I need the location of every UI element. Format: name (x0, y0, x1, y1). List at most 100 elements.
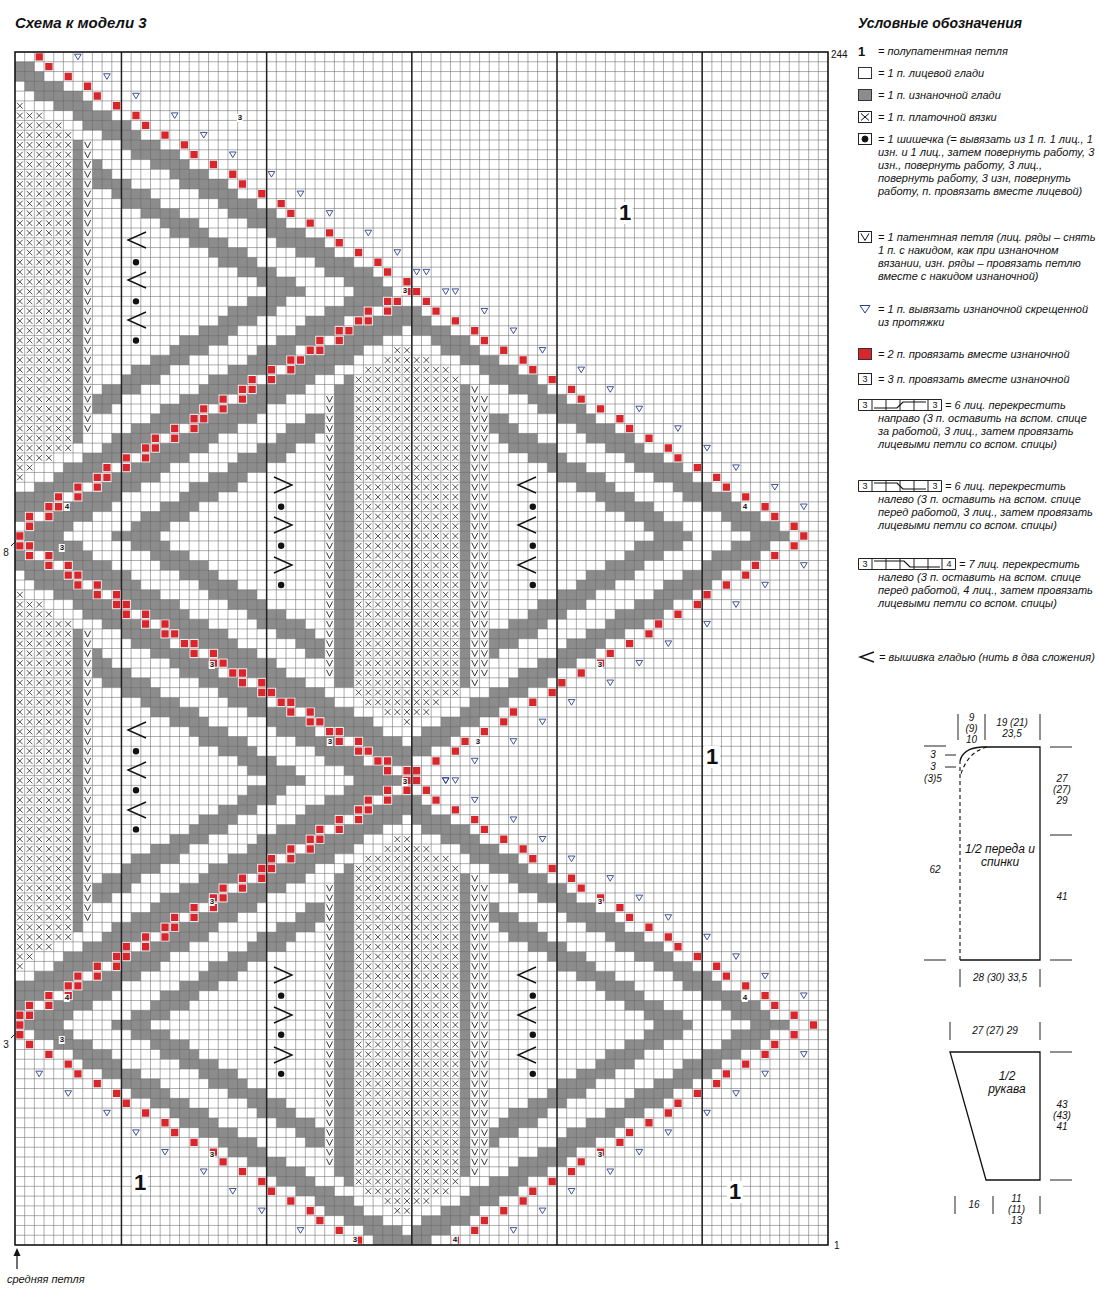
label-holder: 3 (3, 1040, 9, 1050)
legend-symbol (858, 111, 872, 123)
cable-symbol (858, 399, 942, 411)
label-holder: 1 (617, 202, 633, 224)
legend-sample (858, 651, 876, 663)
legend-item: = 1 патентная петля (лиц. ряды – снять 1… (858, 231, 1100, 283)
outline-solid (960, 747, 1040, 960)
chart-title: Схема к модели 3 (15, 15, 147, 30)
chart-number: 3 (209, 898, 215, 906)
label-holder: 4 (452, 1236, 458, 1244)
label-holder: 4 (742, 503, 748, 511)
cable-cross-line (874, 561, 940, 567)
legend-sample: 1 (858, 45, 870, 58)
piece-outline (950, 1052, 1040, 1180)
label-holder: 3 (327, 738, 333, 746)
dimension-tick (960, 969, 1040, 987)
chart-number: 3 (209, 1151, 215, 1159)
cable-cells (859, 400, 942, 411)
patent-cells (85, 142, 488, 1175)
label-holder: 3 (209, 661, 215, 669)
symbol-mark (860, 306, 870, 314)
area-number: 1 (704, 746, 720, 768)
label-holder: 3 (237, 114, 243, 122)
label-holder: 27 (27) 29 (972, 1026, 1018, 1037)
row-number: 1 (834, 1241, 840, 1251)
label-holder: 16 (968, 1200, 979, 1211)
legend-item: = 1 шишечка (= вывязать из 1 п. 1 лиц., … (858, 133, 1100, 198)
chart-number: 3 (237, 114, 243, 122)
chart-number: 3 (327, 738, 333, 746)
legend-sample (858, 111, 872, 123)
legend-item: 33= 6 лиц. перекрестить налево (3 п. ост… (858, 480, 1100, 532)
symbol-mark (861, 114, 869, 121)
pattern-piece: 1/2 переда и спинки (960, 747, 1040, 960)
legend-item: 33= 6 лиц. перекрестить направо (3 п. ос… (858, 399, 1100, 451)
legend-text: = 1 патентная петля (лиц. ряды – снять 1… (878, 231, 1096, 282)
legend-symbol (858, 303, 872, 315)
center-arrow (14, 1248, 21, 1269)
label-holder: 3 (475, 738, 481, 746)
chart-number: 3 (59, 544, 65, 552)
dimension-tick (924, 746, 956, 960)
row-number: 244 (831, 50, 848, 60)
dimension: 3 (930, 750, 936, 761)
label-holder: 3 (209, 1151, 215, 1159)
label-holder: 3 (59, 544, 65, 552)
legend-digit: 3 (928, 480, 942, 492)
cable-symbol (858, 558, 956, 570)
legend-text: = 1 п. лицевой глади (878, 67, 984, 79)
legend-item: = 1 п. изнаночной глади (858, 89, 1100, 102)
margin-number: 8 (3, 548, 9, 558)
legend-sample: 34 (858, 558, 956, 570)
legend-text: = вышивка гладью (нить в два сложения) (879, 651, 1095, 663)
symbol-box (859, 232, 872, 243)
chart-number: 3 (402, 287, 408, 295)
label-holder: 9 (9) 10 (962, 713, 982, 745)
legend-text: = 3 п. провязать вместе изнаночной (878, 373, 1070, 385)
legend-number: 1 (858, 45, 870, 58)
legend-text: = 1 п. платочной вязки (878, 111, 997, 123)
label-holder: 3 (402, 287, 408, 295)
legend-digit: 3 (858, 399, 872, 411)
label-holder: 244 (831, 50, 848, 60)
dimension: 41 (1056, 892, 1067, 903)
symbol-mark (861, 234, 869, 241)
label-holder: 4 (742, 994, 748, 1002)
label-holder: 3 (930, 762, 936, 773)
dimension-tick (955, 1196, 1040, 1214)
label-holder: 62 (929, 865, 940, 876)
legend-item: = 1 п. платочной вязки (858, 111, 1100, 124)
grid-lines (15, 52, 828, 1245)
dimension: 27 (27) 29 (972, 1026, 1018, 1037)
knitting-chart (15, 52, 828, 1245)
legend-item: = вышивка гладью (нить в два сложения) (858, 651, 1100, 664)
label-holder: 3 (597, 898, 603, 906)
label-holder: 3 (597, 661, 603, 669)
grid-major-lines (121, 52, 702, 1245)
dimension: 9 (9) 10 (962, 713, 982, 745)
label-holder: 8 (3, 548, 9, 558)
legend-swatch (858, 89, 872, 101)
cable-cross-line (874, 483, 926, 489)
label-holder: 43 (43) 41 (1049, 1100, 1075, 1132)
dimension: 19 (21) 23,5 (991, 718, 1033, 740)
symbol-box (859, 112, 872, 123)
legend-swatch (858, 67, 872, 79)
arrow-line (16, 1254, 17, 1269)
legend-digit: 3 (928, 399, 942, 411)
legend-sample (858, 303, 872, 315)
legend-item: = 2 п. провязать вместе изнаночной (858, 348, 1100, 361)
leader-line (11, 541, 16, 1038)
legend-item: = 1 п. вывязать изнаночной скрещенной из… (858, 303, 1100, 329)
margin-number: 3 (3, 1040, 9, 1050)
embroidery-marks (128, 232, 536, 1063)
dimension-tick (950, 1022, 1040, 1040)
label-holder: 1 (727, 1181, 743, 1203)
dimension: 27 (27) 29 (1049, 774, 1075, 806)
legend-symbol (858, 651, 876, 663)
legend-text: = 1 п. вывязать изнаночной скрещенной из… (878, 303, 1088, 328)
chart-number: 3 (475, 738, 481, 746)
legend-digit: 3 (858, 558, 872, 570)
label-holder: 3 (930, 750, 936, 761)
chart-number: 4 (452, 1236, 458, 1244)
